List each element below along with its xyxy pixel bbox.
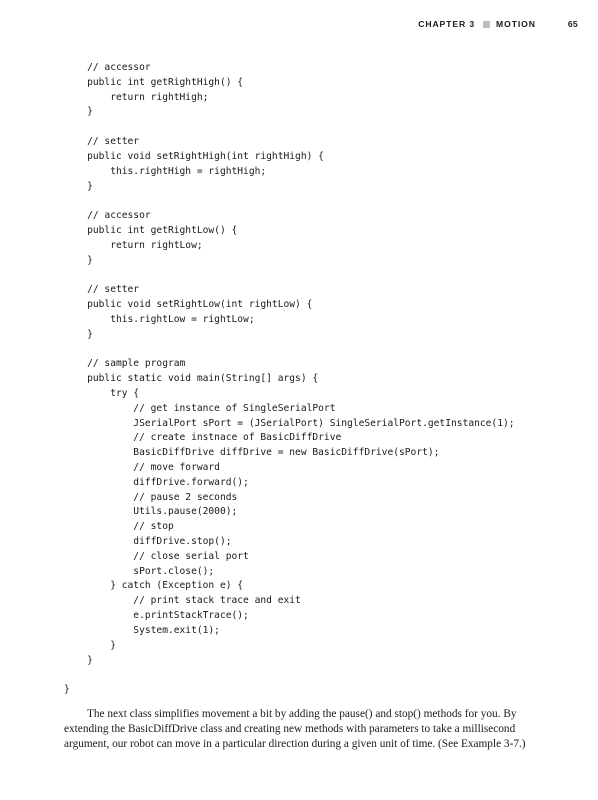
code-line: // close serial port — [64, 550, 249, 562]
code-line: public static void main(String[] args) { — [64, 373, 319, 385]
code-line: } — [64, 328, 93, 340]
section-label: MOTION — [496, 19, 536, 29]
code-listing: // accessor public int getRightHigh() { … — [64, 61, 515, 698]
code-line: this.rightLow = rightLow; — [64, 313, 255, 325]
code-line: public void setRightLow(int rightLow) { — [64, 299, 313, 310]
code-line: public int getRightHigh() { — [64, 76, 244, 88]
code-line: // accessor — [64, 62, 151, 73]
code-line: BasicDiffDrive diffDrive = new BasicDiff… — [64, 447, 440, 459]
code-line: return rightHigh; — [64, 91, 209, 103]
code-line: } — [64, 639, 116, 651]
code-line: diffDrive.stop(); — [64, 536, 232, 547]
code-line: } — [64, 180, 93, 192]
separator-square-icon — [483, 20, 491, 28]
code-line: // stop — [64, 521, 174, 533]
code-line: JSerialPort sPort = (JSerialPort) Single… — [64, 417, 515, 429]
code-line: // create instnace of BasicDiffDrive — [64, 432, 342, 444]
code-line: diffDrive.forward(); — [64, 476, 249, 488]
chapter-label: CHAPTER 3 — [418, 19, 476, 29]
code-line: this.rightHigh = rightHigh; — [64, 165, 267, 177]
code-line: // sample program — [64, 358, 186, 370]
code-line: // print stack trace and exit — [64, 595, 301, 607]
code-line: e.printStackTrace(); — [64, 610, 249, 622]
code-line — [64, 120, 515, 135]
code-line: // pause 2 seconds — [64, 491, 238, 503]
code-line: System.exit(1); — [64, 624, 220, 636]
code-line: // get instance of SingleSerialPort — [64, 402, 336, 414]
code-line — [64, 342, 515, 357]
code-line: public void setRightHigh(int rightHigh) … — [64, 150, 324, 162]
code-line — [64, 268, 515, 283]
code-line: // accessor — [64, 210, 151, 222]
code-line: try { — [64, 387, 140, 399]
running-header: CHAPTER 3 MOTION 65 — [0, 19, 578, 29]
code-line: } — [64, 684, 70, 696]
code-line: public int getRightLow() { — [64, 224, 238, 236]
code-line: // setter — [64, 284, 140, 296]
code-line: } catch (Exception e) { — [64, 580, 244, 592]
code-line: return rightLow; — [64, 239, 203, 251]
code-line: // move forward — [64, 461, 220, 473]
code-line: } — [64, 106, 93, 118]
code-line: } — [64, 654, 93, 666]
code-line: } — [64, 254, 93, 266]
code-line: // setter — [64, 136, 140, 148]
code-line — [64, 668, 515, 683]
body-paragraph: The next class simplifies movement a bit… — [64, 708, 526, 751]
code-line — [64, 194, 515, 209]
code-line: Utils.pause(2000); — [64, 506, 238, 518]
page-number: 65 — [567, 19, 578, 29]
code-line: sPort.close(); — [64, 565, 215, 577]
